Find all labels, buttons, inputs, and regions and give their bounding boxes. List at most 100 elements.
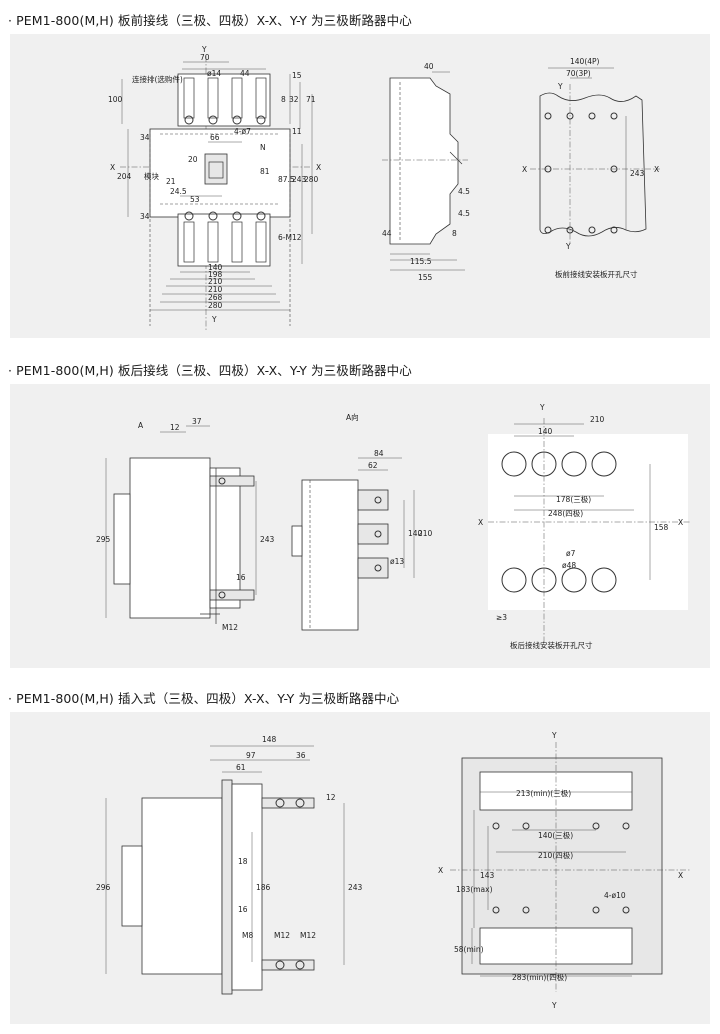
label-21: 21	[166, 177, 176, 186]
label-70: 70	[200, 53, 210, 62]
label-243: 243	[292, 175, 307, 184]
label-18: 18	[238, 857, 248, 866]
label-plug-plate-183: 183(max)	[456, 885, 493, 894]
label-rear-plate-210: 210	[590, 415, 605, 424]
label-243: 243	[348, 883, 363, 892]
front-mounting-plate: 140(4P) 70(3P) Y X X 243 Y 板前接线安装板开孔尺寸	[522, 57, 660, 279]
label-rear-plate-248: 248(四极)	[548, 508, 583, 518]
label-198: 198	[208, 270, 223, 279]
label-side-115: 115.5	[410, 257, 432, 266]
label-204: 204	[117, 172, 132, 181]
label-x-right: X	[316, 163, 321, 172]
label-d13: ø13	[390, 557, 404, 566]
label-plug-plate-213: 213(min)(三极)	[516, 788, 571, 798]
label-rear-plate-x-left: X	[478, 518, 483, 527]
label-n: N	[260, 143, 266, 152]
label-87-5: 87.5	[278, 175, 295, 184]
label-295: 295	[96, 535, 111, 544]
label-11: 11	[292, 127, 302, 136]
label-280b: 280	[208, 301, 223, 310]
plug-in-drawing: 148 97 36 61 12 296 18 186 243 16 M8 M12…	[96, 731, 690, 1010]
label-plug-plate-y-top: Y	[551, 731, 557, 740]
label-243: 243	[260, 535, 275, 544]
label-plug-plate-x-left: X	[438, 866, 443, 875]
label-y: Y	[201, 45, 207, 54]
panel-rear-connection: A 12 37 295 243 16 M12 A向 84 62 140 210 …	[10, 384, 710, 668]
label-rear-plate-178: 178(三极)	[556, 494, 591, 504]
label-plug-plate-143: 143	[480, 871, 495, 880]
label-6-m12: 6-M12	[278, 233, 302, 242]
label-y-bottom: Y	[211, 315, 217, 324]
front-connection-drawing: Y 70 ø14 44 15 连接排(选购件) 100 8 32 71 4-ø7…	[108, 45, 660, 330]
label-side-4-5a: 4.5	[458, 187, 470, 196]
label-53: 53	[190, 195, 200, 204]
label-280: 280	[304, 175, 319, 184]
label-a-arrow: A	[138, 421, 144, 430]
label-plug-plate-283: 283(min)(四极)	[512, 972, 567, 982]
label-rear-plate-d48: ø48	[562, 561, 576, 570]
label-37: 37	[192, 417, 202, 426]
label-81: 81	[260, 167, 270, 176]
label-62: 62	[368, 461, 378, 470]
panel-plug-in: 148 97 36 61 12 296 18 186 243 16 M8 M12…	[10, 712, 710, 1024]
plug-in-mounting-plate: Y 213(min)(三极) 140(三极) 210(四极) X X 183(m…	[438, 731, 690, 1010]
label-rear-plate-y: Y	[539, 403, 545, 412]
label-34b: 34	[140, 212, 150, 221]
label-296: 296	[96, 883, 111, 892]
label-140: 140	[408, 529, 423, 538]
label-rear-plate-140: 140	[538, 427, 553, 436]
label-12: 12	[326, 793, 336, 802]
label-12: 12	[170, 423, 180, 432]
label-210a: 210	[208, 277, 223, 286]
label-side-40: 40	[424, 62, 434, 71]
label-m12b: M12	[300, 931, 316, 940]
label-24-5: 24.5	[170, 187, 187, 196]
label-m12a: M12	[274, 931, 290, 940]
label-m8: M8	[242, 931, 253, 940]
label-plug-plate-y-bottom: Y	[551, 1001, 557, 1010]
label-34a: 34	[140, 133, 150, 142]
label-8: 8	[281, 95, 286, 104]
label-44: 44	[240, 69, 250, 78]
label-side-8: 8	[452, 229, 457, 238]
label-16: 16	[238, 905, 248, 914]
label-plate-243: 243	[630, 169, 645, 178]
label-186: 186	[256, 883, 271, 892]
label-148: 148	[262, 735, 277, 744]
section-title-front-connection: · PEM1-800(M,H) 板前接线（三极、四极）X-X、Y-Y 为三极断路…	[8, 13, 412, 28]
section-title-plug-in: · PEM1-800(M,H) 插入式（三极、四极）X-X、Y-Y 为三极断路器…	[8, 691, 400, 706]
label-rear-plate-caption: 板后接线安装板开孔尺寸	[510, 640, 593, 650]
label-66: 66	[210, 133, 220, 142]
label-bracket: 连接排(选购件)	[132, 74, 183, 84]
label-71: 71	[306, 95, 316, 104]
side-view: 40 4.5 4.5 44 8 115.5 155	[382, 62, 470, 282]
label-268: 268	[208, 293, 223, 302]
label-module: 模块	[144, 171, 159, 181]
label-210: 210	[418, 529, 433, 538]
label-side-44: 44	[382, 229, 392, 238]
label-plate-caption: 板前接线安装板开孔尺寸	[555, 269, 638, 279]
label-x-left: X	[110, 163, 115, 172]
label-d14: ø14	[207, 69, 221, 78]
a-direction-view: A向 84 62 140 210 ø13	[291, 412, 433, 631]
label-side-155: 155	[418, 273, 433, 282]
plug-in-side-view: 148 97 36 61 12 296 18 186 243 16 M8 M12…	[96, 735, 363, 995]
label-rear-plate-d7: ø7	[566, 549, 576, 558]
rear-mounting-plate: Y 210 140 178(三极) 248(四极) X X 158 ø7 ø48…	[478, 403, 690, 650]
label-plate-x-right: X	[654, 165, 659, 174]
label-plug-plate-210: 210(四极)	[538, 850, 573, 860]
label-plate-y: Y	[557, 82, 563, 91]
label-m12: M12	[222, 623, 238, 632]
label-97: 97	[246, 751, 256, 760]
label-rear-plate-3: ≥3	[496, 613, 507, 622]
label-210b: 210	[208, 285, 223, 294]
label-4-d7: 4-ø7	[234, 127, 251, 136]
label-plate-70: 70(3P)	[566, 69, 591, 78]
label-84: 84	[374, 449, 384, 458]
label-16: 16	[236, 573, 246, 582]
rear-connection-drawing: A 12 37 295 243 16 M12 A向 84 62 140 210 …	[96, 403, 690, 650]
section-title-rear-connection: · PEM1-800(M,H) 板后接线（三极、四极）X-X、Y-Y 为三极断路…	[8, 363, 412, 378]
label-plate-y-bottom: Y	[565, 242, 571, 251]
label-rear-plate-x-right: X	[678, 518, 683, 527]
panel-front-connection: Y 70 ø14 44 15 连接排(选购件) 100 8 32 71 4-ø7…	[10, 34, 710, 338]
